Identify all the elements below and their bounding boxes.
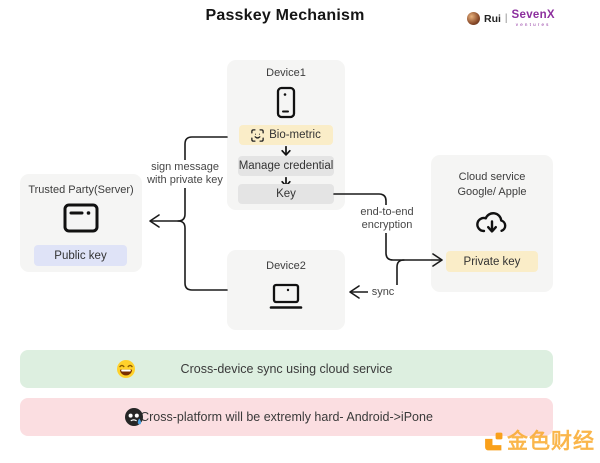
sync-label: sync (371, 286, 395, 298)
biometric-step: Bio-metric (239, 125, 333, 145)
cloud-download-icon (473, 208, 511, 239)
byline-org-logo: SevenX ventures (511, 9, 555, 27)
manage-credential-label: Manage credential (238, 160, 334, 172)
public-key-pill: Public key (34, 245, 127, 266)
biometric-label: Bio-metric (269, 129, 321, 141)
byline-separator: | (504, 13, 508, 24)
jinse-logo-icon (483, 431, 504, 452)
trusted-party-box: Trusted Party(Server) Public key (20, 174, 142, 272)
e2e-label-line1: end-to-end (360, 206, 414, 218)
device1-box: Device1 Bio-metric (227, 60, 345, 210)
e2e-label-line2: encryption (361, 219, 413, 231)
edge-label-sync: sync (368, 285, 398, 300)
manage-credential-step: Manage credential (238, 156, 334, 176)
jinse-watermark-text: 金色财经 (507, 430, 595, 453)
sign-label-line2: with private key (147, 174, 223, 186)
byline: Rui | SevenX ventures (467, 9, 555, 27)
key-label: Key (276, 188, 296, 200)
server-window-icon (61, 202, 101, 235)
device1-label: Device1 (266, 67, 306, 79)
laptop-icon (266, 282, 306, 311)
edge-label-sign-message: sign message with private key (145, 160, 225, 188)
byline-author: Rui (484, 12, 501, 25)
smartphone-icon (273, 86, 299, 120)
arrow-down-icon (280, 146, 292, 156)
device2-label: Device2 (266, 260, 306, 272)
device2-box: Device2 (227, 250, 345, 330)
jinse-watermark: 金色财经 (483, 431, 595, 452)
laughing-emoji-icon (116, 359, 136, 379)
cloud-service-label-line1: Cloud service (458, 171, 526, 183)
key-step: Key (238, 184, 334, 204)
cloud-service-label-line2: Google/ Apple (457, 186, 527, 198)
cloud-service-box: Cloud service Google/ Apple Private key (431, 155, 553, 292)
private-key-pill: Private key (446, 251, 538, 272)
cloud-service-label: Cloud service Google/ Apple (431, 170, 553, 200)
private-key-label: Private key (463, 255, 521, 268)
note-cross-platform: Cross-platform will be extremly hard- An… (20, 398, 553, 436)
black-sweat-emoji-icon (124, 407, 144, 427)
sign-label-line1: sign message (151, 161, 219, 173)
note-cross-device-sync: Cross-device sync using cloud service (20, 350, 553, 388)
note-cross-device-text: Cross-device sync using cloud service (180, 362, 393, 376)
trusted-party-label: Trusted Party(Server) (28, 184, 134, 196)
note-cross-platform-text: Cross-platform will be extremly hard- An… (140, 410, 433, 424)
sevenx-logo-subtext: ventures (515, 21, 551, 27)
author-avatar (467, 12, 480, 25)
edge-label-e2e-encryption: end-to-end encryption (355, 205, 419, 233)
face-scan-icon (251, 128, 264, 142)
page-title: Passkey Mechanism (205, 7, 365, 24)
public-key-label: Public key (54, 249, 107, 262)
sevenx-logo-text: SevenX (511, 9, 555, 21)
